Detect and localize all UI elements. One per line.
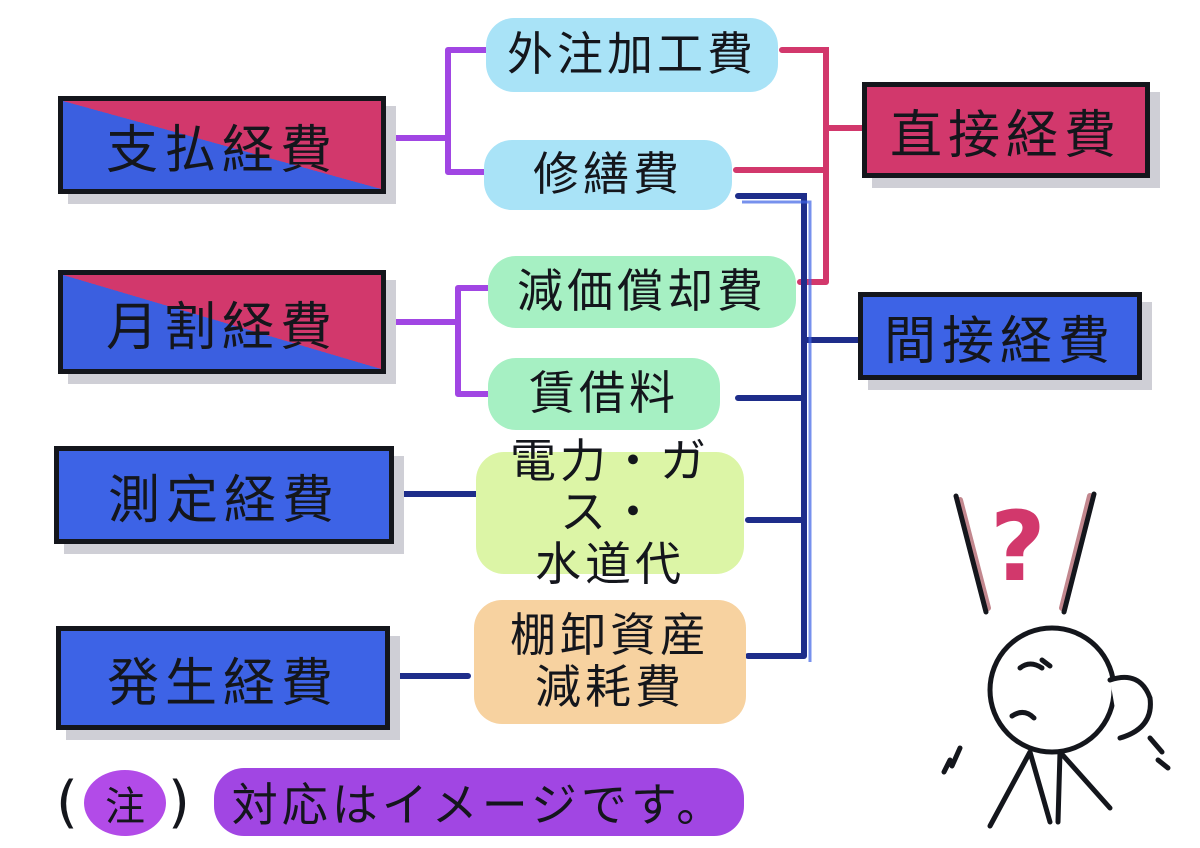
box-shiharai-keihi: 支払経費 <box>58 96 386 194</box>
question-mark: ? <box>990 491 1046 603</box>
item-denki-gas-suido: 電力・ガス・ 水道代 <box>476 435 744 589</box>
item-label: 外注加工費 <box>507 27 757 82</box>
note-banner: 対応はイメージです。 <box>214 768 744 836</box>
item-tanaoroshi-genmouhi: 棚卸資産 減耗費 <box>474 600 746 724</box>
note-badge-label: 注 <box>105 784 145 830</box>
box-tsukiwari-keihi: 月割経費 <box>58 270 386 374</box>
box-label: 間接経費 <box>883 311 1116 372</box>
item-gaichu-kakouhi: 外注加工費 <box>486 18 778 92</box>
connector-direct <box>733 47 867 285</box>
note-badge: 注 <box>84 770 166 836</box>
item-genka-shoukyakuhi: 減価償却費 <box>488 256 796 328</box>
box-label: 測定経費 <box>107 470 340 531</box>
box-hassei-keihi: 発生経費 <box>56 626 390 730</box>
paren-right: ) <box>168 770 190 835</box>
box-chokusetsu-keihi: 直接経費 <box>862 82 1150 178</box>
item-shuzenhi: 修繕費 <box>484 140 732 210</box>
connector-tsukiwari <box>389 285 497 397</box>
item-label: 賃借料 <box>529 366 679 421</box>
box-kansetsu-keihi: 間接経費 <box>858 292 1142 380</box>
item-label-line2: 減耗費 <box>535 660 685 714</box>
item-label-line2: 水道代 <box>535 536 685 591</box>
connector-shiharai <box>389 47 491 175</box>
item-label: 減価償却費 <box>517 264 767 319</box>
item-chinshakuryo: 賃借料 <box>488 358 720 430</box>
paren-left: ( <box>56 770 78 835</box>
item-label-line1: 棚卸資産 <box>510 608 710 663</box>
box-label: 月割経費 <box>105 297 338 358</box>
thinking-character <box>941 491 1171 829</box>
box-label: 発生経費 <box>106 653 339 714</box>
item-label-line1: 電力・ガス・ <box>510 433 710 540</box>
box-sokutei-keihi: 測定経費 <box>54 446 394 544</box>
connector-indirect <box>735 193 863 659</box>
item-label: 修繕費 <box>533 147 683 202</box>
box-label: 支払経費 <box>105 120 338 181</box>
note-text: 対応はイメージです。 <box>231 778 727 832</box>
box-label: 直接経費 <box>889 105 1122 166</box>
